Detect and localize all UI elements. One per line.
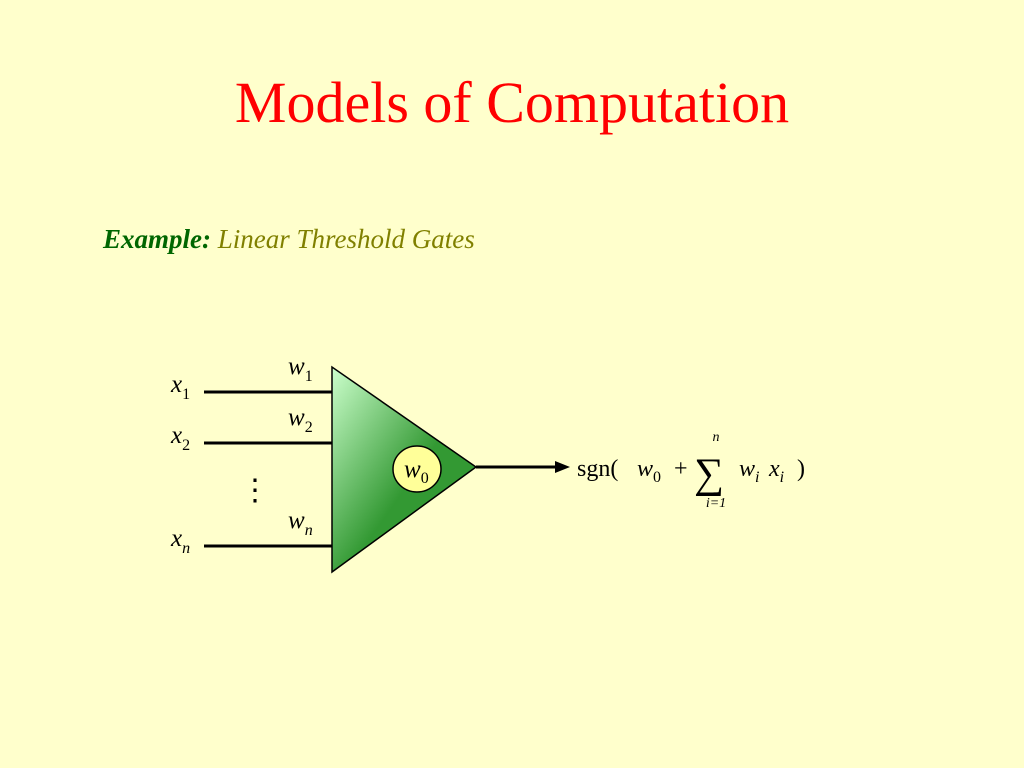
weight-label-n: wn bbox=[288, 507, 313, 539]
vertical-ellipsis: ⋮ bbox=[240, 474, 270, 507]
summation-symbol: ∑ bbox=[694, 451, 724, 497]
output-wi: wi bbox=[739, 456, 759, 486]
output-w0: w0 bbox=[637, 456, 661, 486]
input-label-n: xn bbox=[170, 525, 190, 557]
threshold-label: w0 bbox=[404, 456, 429, 487]
weight-label-2: w2 bbox=[288, 404, 313, 436]
input-label-1: x1 bbox=[170, 371, 190, 403]
example-label: Example: bbox=[103, 224, 211, 254]
example-subtitle: Example: Linear Threshold Gates bbox=[103, 226, 475, 253]
threshold-ellipse bbox=[392, 445, 442, 493]
slide-title: Models of Computation bbox=[234, 70, 790, 135]
summation-lower: i=1 bbox=[706, 496, 726, 511]
output-close-paren: ) bbox=[797, 456, 805, 482]
summation-upper: n bbox=[713, 430, 720, 445]
weight-label-1: w1 bbox=[288, 353, 313, 385]
input-label-2: x2 bbox=[170, 422, 190, 454]
output-sgn: sgn( bbox=[577, 456, 618, 482]
output-xi: xi bbox=[768, 456, 784, 486]
example-text: Linear Threshold Gates bbox=[211, 224, 475, 254]
output-plus: + bbox=[674, 456, 688, 482]
output-arrowhead bbox=[555, 461, 570, 473]
